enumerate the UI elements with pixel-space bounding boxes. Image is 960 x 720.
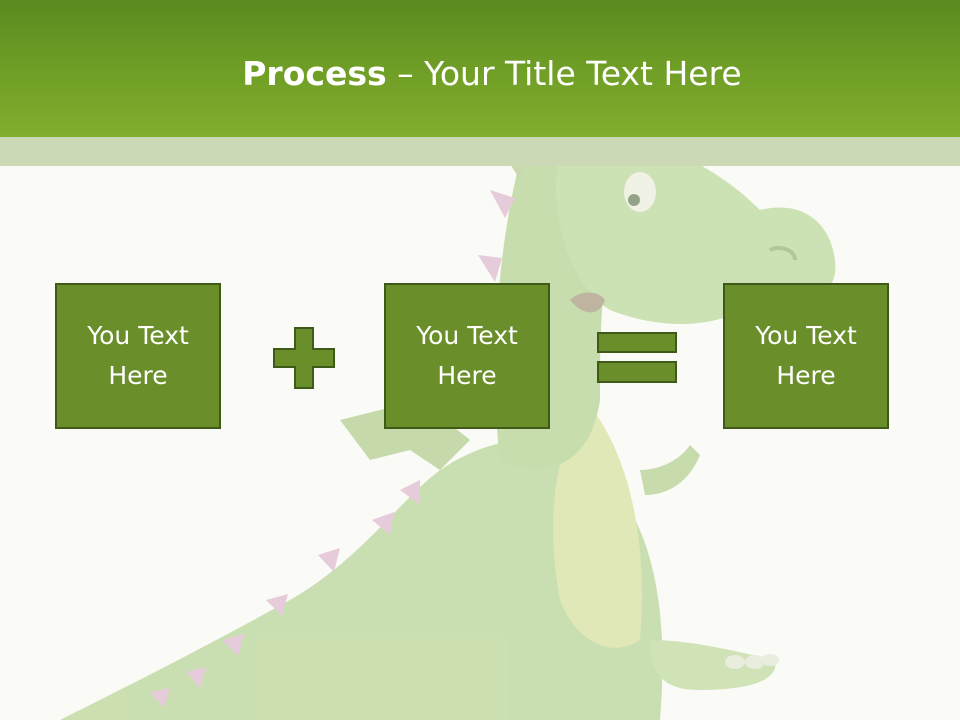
plus-icon bbox=[273, 327, 335, 389]
step-box-1-label: You Text Here bbox=[87, 321, 189, 390]
header-stripe bbox=[0, 137, 960, 166]
step-box-3-label: You Text Here bbox=[755, 321, 857, 390]
title-bar: Process – Your Title Text Here bbox=[0, 0, 960, 137]
equals-icon bbox=[597, 332, 677, 383]
title-rest: – Your Title Text Here bbox=[386, 54, 742, 93]
slide-title: Process – Your Title Text Here bbox=[0, 52, 960, 96]
step-box-1[interactable]: You Text Here bbox=[55, 283, 221, 429]
title-bold: Process bbox=[242, 54, 387, 93]
step-box-2-label: You Text Here bbox=[416, 321, 518, 390]
step-box-2[interactable]: You Text Here bbox=[384, 283, 550, 429]
step-box-3[interactable]: You Text Here bbox=[723, 283, 889, 429]
